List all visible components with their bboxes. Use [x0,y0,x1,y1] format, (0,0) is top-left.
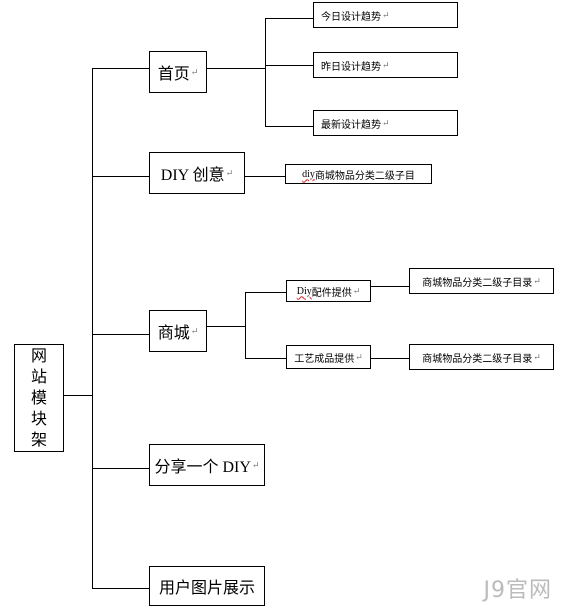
return-mark: ↵ [382,9,390,20]
node-shop-subcategory-1-label: 商城物品分类二级子目录 [422,277,533,289]
node-diy-creative: DIY 创意↵ [149,152,245,194]
return-mark: ↵ [190,325,199,336]
node-shop-subcategory-1: 商城物品分类二级子目录↵ [409,268,554,294]
node-diy-parts-prefix: Diy [296,285,312,297]
return-mark: ↵ [382,59,390,70]
return-mark: ↵ [251,459,260,470]
root-node-website-module-frame: 网 站 模 块 架 [14,344,64,452]
return-mark: ↵ [190,66,199,77]
return-mark: ↵ [225,167,234,178]
node-diy-subcategory: diy 商城物品分类二级子目 [285,164,432,184]
node-diy-parts-label: 配件提供 [311,287,352,299]
return-mark: ↵ [352,285,361,296]
node-share-diy: 分享一个 DIY↵ [149,444,265,486]
node-today-trends: 今日设计趋势↵ [313,2,458,28]
node-shop-label: 商城 [157,325,190,342]
node-shop: 商城↵ [149,310,207,352]
root-char: 网 [30,347,47,365]
node-diy-parts: Diy 配件提供↵ [286,280,371,302]
root-char: 模 [30,389,47,407]
node-user-gallery-label: 用户图片展示 [158,580,255,597]
node-shop-subcategory-2-label: 商城物品分类二级子目录 [422,353,533,365]
return-mark: ↵ [533,275,541,286]
node-user-gallery: 用户图片展示 [149,566,265,606]
node-latest-trends: 最新设计趋势↵ [313,110,458,136]
node-share-diy-label: 分享一个 DIY [154,459,251,476]
node-latest-trends-label: 最新设计趋势 [321,119,381,131]
node-yesterday-trends-label: 昨日设计趋势 [321,61,381,73]
node-today-trends-label: 今日设计趋势 [321,11,381,23]
root-char: 块 [30,410,47,428]
root-char: 架 [30,431,47,449]
node-shop-subcategory-2: 商城物品分类二级子目录↵ [409,344,554,370]
node-diy-subcategory-prefix: diy [302,168,315,180]
node-crafted-products-label: 工艺成品提供 [294,353,355,365]
return-mark: ↵ [533,351,541,362]
node-home: 首页↵ [149,51,207,93]
return-mark: ↵ [382,117,390,128]
root-char: 站 [30,368,47,386]
node-crafted-products: 工艺成品提供↵ [286,345,371,369]
return-mark: ↵ [355,351,363,362]
node-diy-subcategory-label: 商城物品分类二级子目 [314,170,415,182]
node-yesterday-trends: 昨日设计趋势↵ [313,52,458,78]
node-home-label: 首页 [157,66,190,83]
watermark-logo: J9官网 [483,578,552,603]
node-diy-creative-label: DIY 创意 [160,167,225,184]
